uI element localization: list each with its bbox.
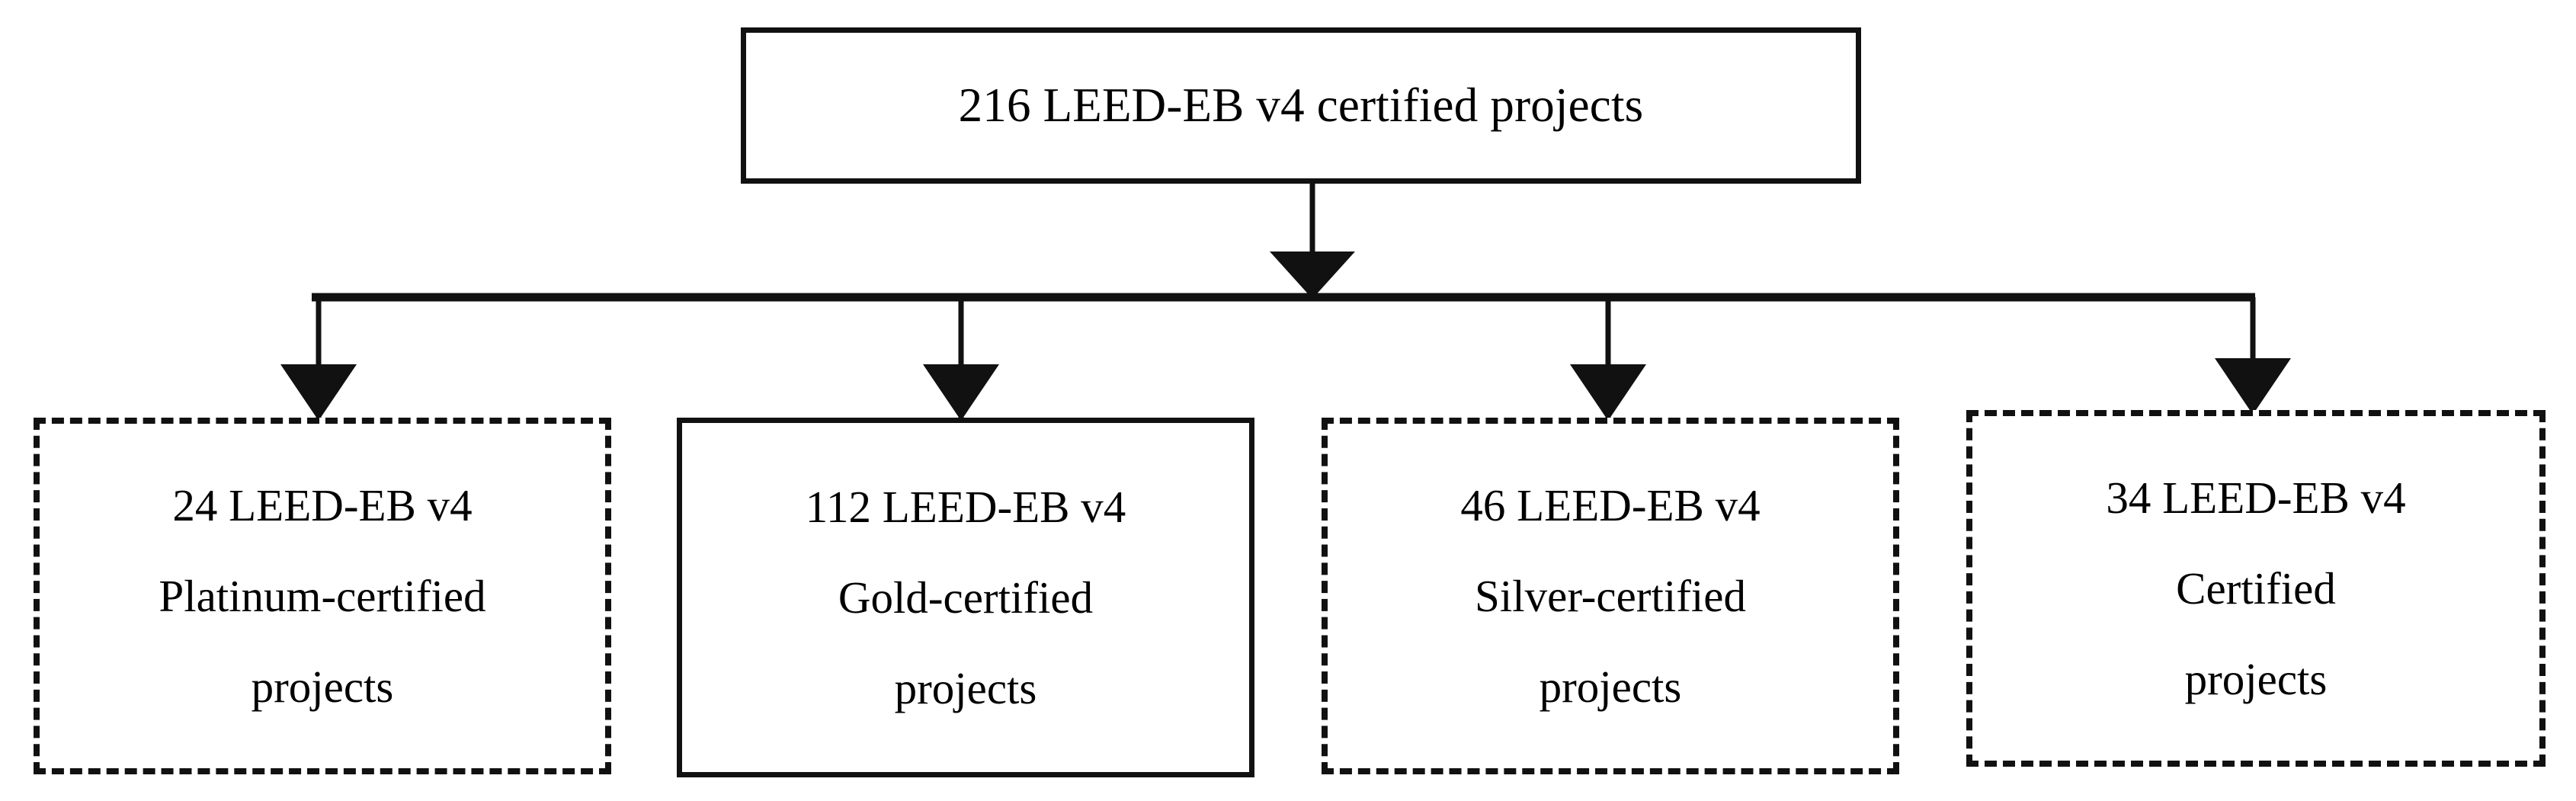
node-silver[interactable]: 46 LEED-EB v4 Silver-certified projects [1322,418,1899,774]
node-gold-line1: 112 LEED-EB v4 [805,481,1126,532]
node-silver-line3: projects [1539,661,1682,712]
connector-to-gold [923,297,999,421]
node-silver-line2: Silver-certified [1475,570,1746,621]
trunk-connector [1270,183,1355,299]
connector-to-certified [2215,297,2291,415]
node-gold[interactable]: 112 LEED-EB v4 Gold-certified projects [677,418,1254,777]
node-certified[interactable]: 34 LEED-EB v4 Certified projects [1966,410,2546,767]
node-certified-line3: projects [2184,653,2328,704]
node-certified-line1: 34 LEED-EB v4 [2106,472,2406,523]
node-root-label: 216 LEED-EB v4 certified projects [958,78,1644,132]
connector-to-platinum [280,297,357,421]
node-platinum[interactable]: 24 LEED-EB v4 Platinum-certified project… [34,418,611,774]
node-root-total[interactable]: 216 LEED-EB v4 certified projects [741,27,1861,184]
node-certified-line2: Certified [2176,562,2336,614]
node-gold-line2: Gold-certified [838,572,1094,623]
connector-to-silver [1570,297,1646,421]
node-platinum-line3: projects [251,661,394,712]
node-platinum-line1: 24 LEED-EB v4 [172,479,473,530]
node-platinum-line2: Platinum-certified [159,570,486,621]
node-gold-line3: projects [894,662,1037,713]
node-silver-line1: 46 LEED-EB v4 [1460,479,1761,530]
